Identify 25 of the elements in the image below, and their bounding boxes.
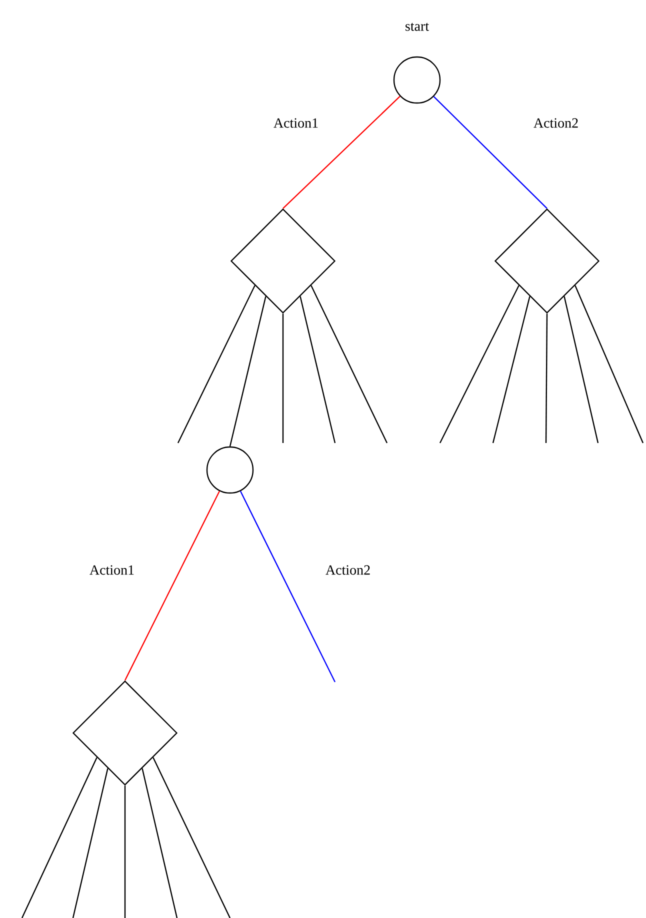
edge-label: Action1	[274, 118, 318, 128]
edge-label: Action2	[326, 565, 370, 575]
branch-line	[177, 285, 256, 444]
branch-line	[282, 96, 400, 209]
branch-line	[300, 296, 336, 444]
branch-line	[310, 285, 388, 444]
branch-line	[142, 768, 178, 918]
branch-line	[574, 285, 644, 444]
branch-line	[152, 757, 231, 918]
branch-line	[72, 768, 108, 918]
branch-line	[439, 285, 520, 444]
branch-line	[240, 490, 336, 682]
branch-line	[124, 490, 220, 681]
node-label: start	[406, 22, 429, 31]
chance-circle	[206, 446, 254, 494]
branch-line	[21, 757, 98, 918]
branch-line	[433, 96, 548, 209]
branch-line	[124, 786, 126, 918]
edge-label: Action1	[90, 565, 134, 575]
branch-line	[492, 296, 530, 444]
branch-line	[564, 296, 599, 444]
branch-line	[545, 314, 548, 443]
branch-line	[229, 296, 266, 447]
branch-line	[282, 314, 284, 443]
edge-label: Action2	[534, 118, 578, 128]
